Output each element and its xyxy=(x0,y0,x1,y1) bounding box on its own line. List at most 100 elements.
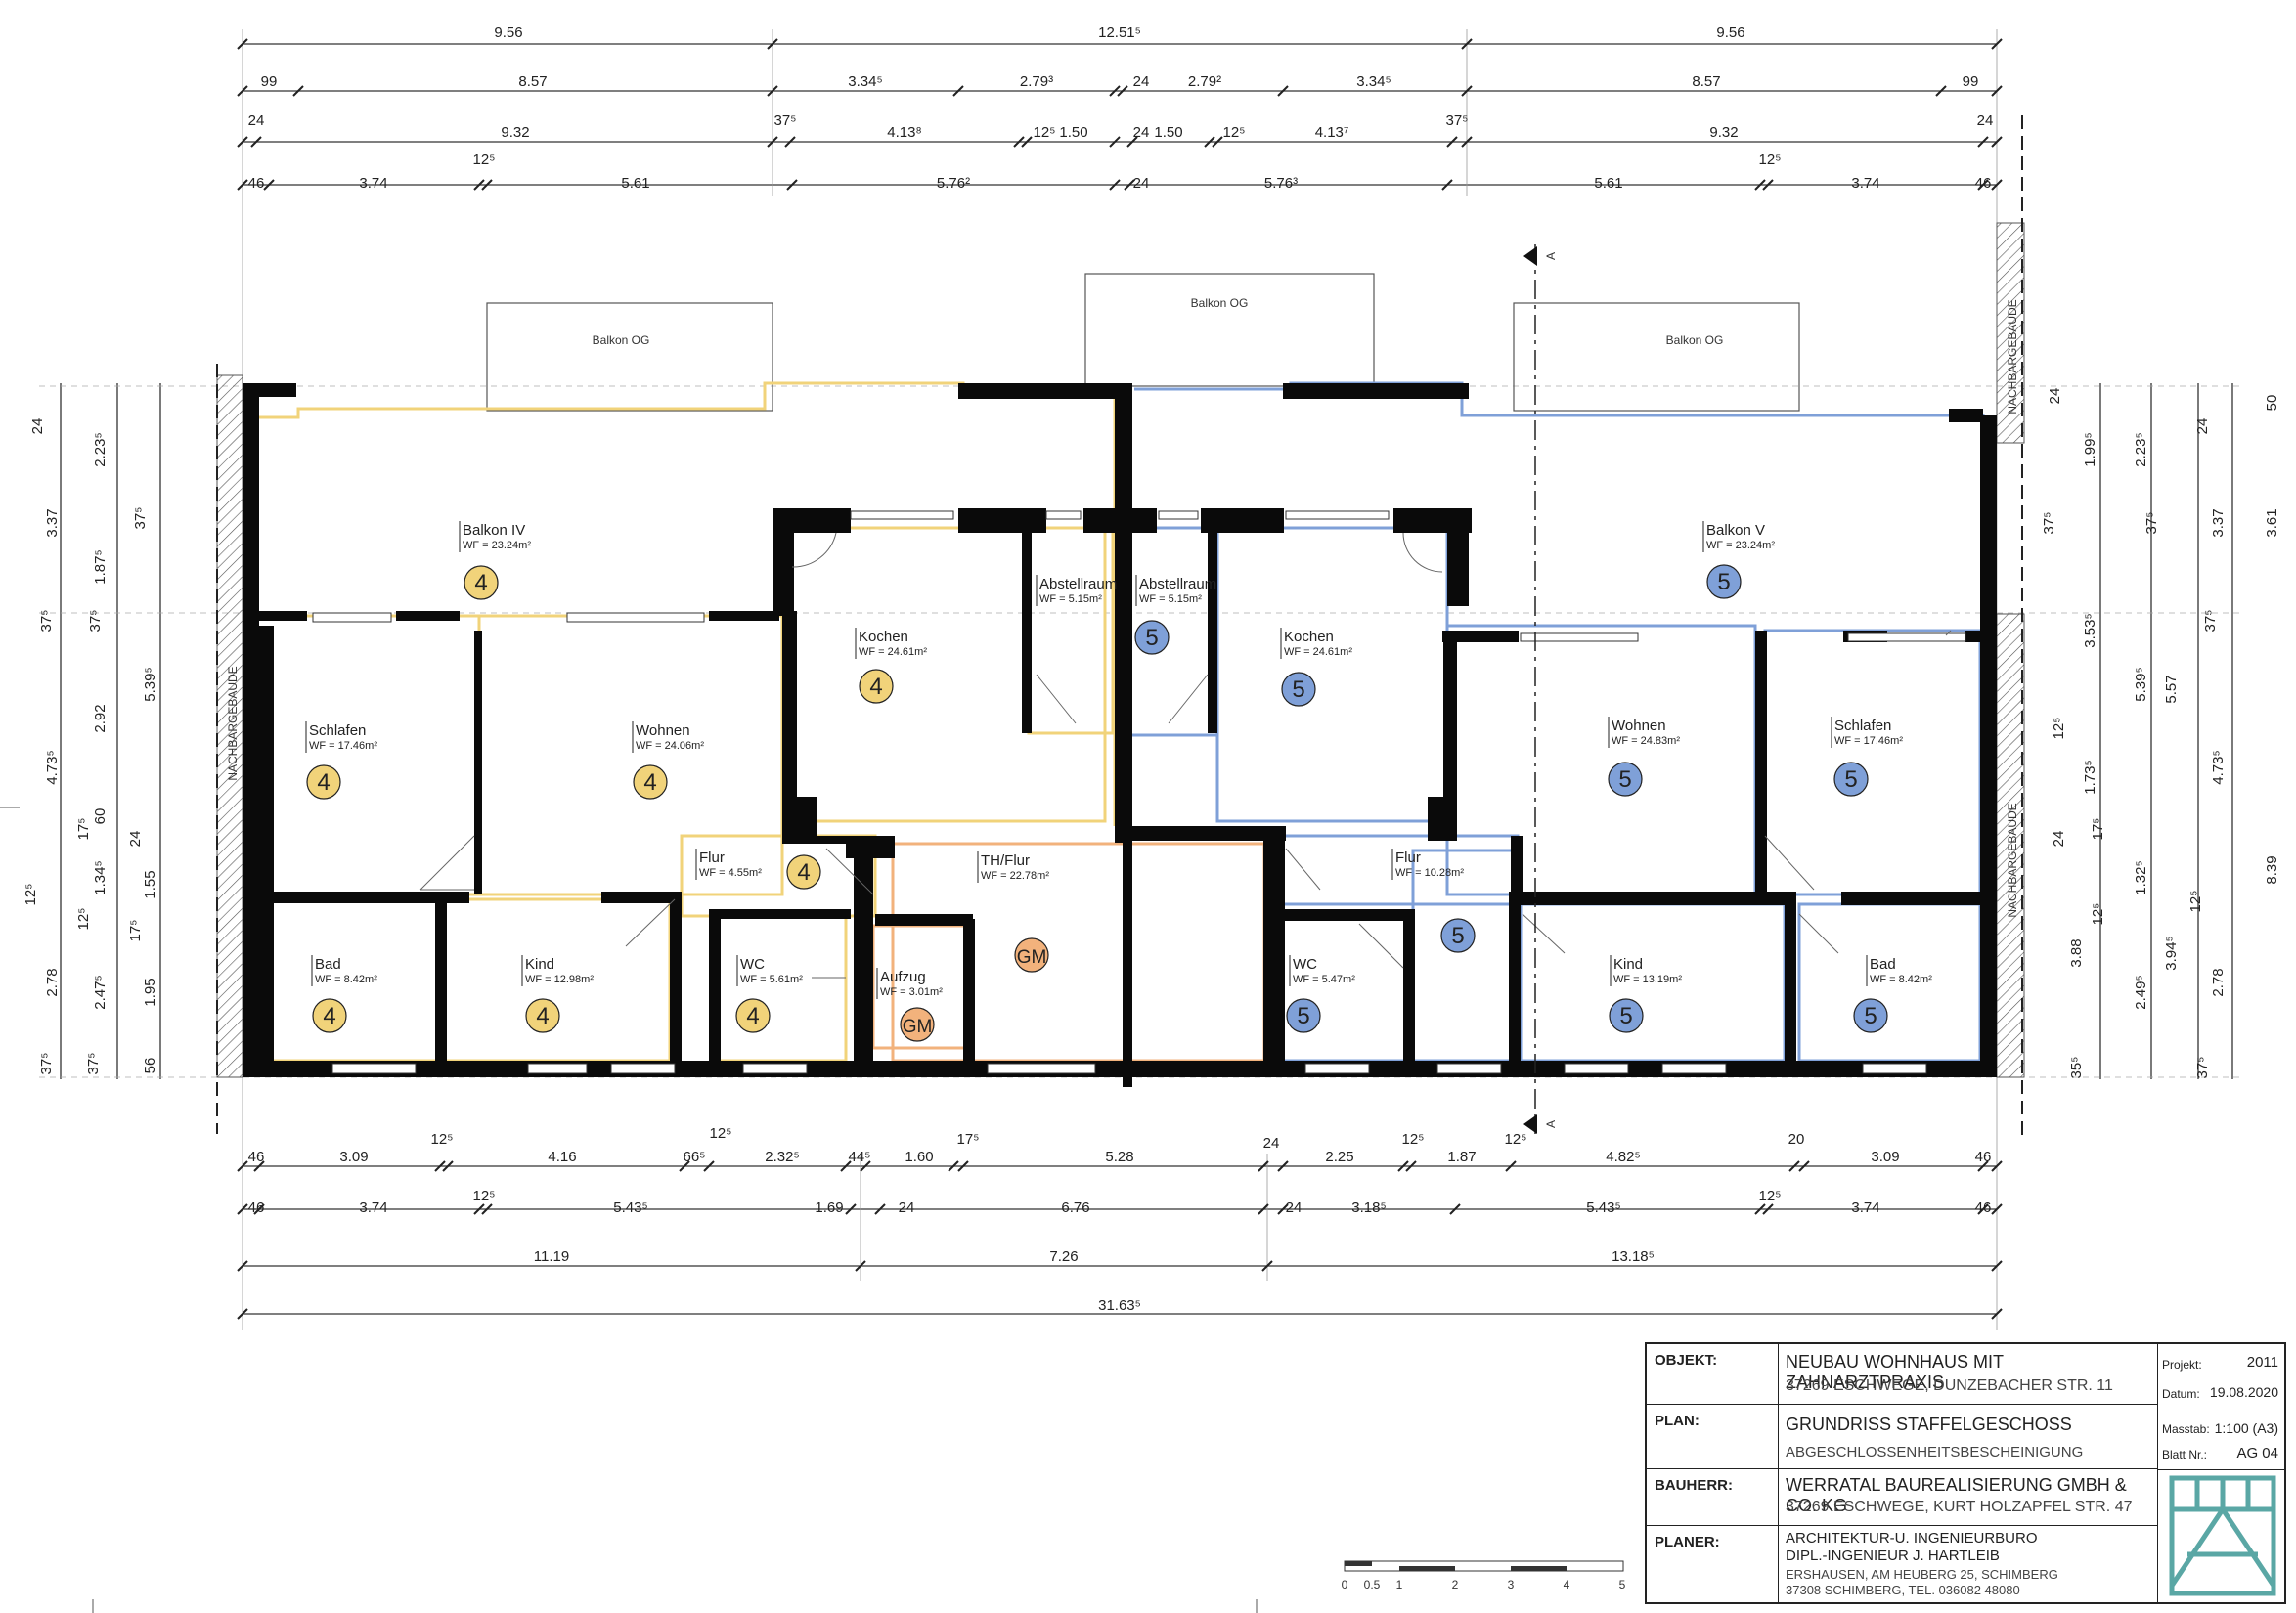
room-name: Bad xyxy=(1870,956,1896,973)
dim-tick xyxy=(481,1203,493,1215)
bauherr-address: 37269 ESCHWEGE, KURT HOLZAPFEL STR. 47 xyxy=(1786,1499,2133,1515)
dim-text: 2.79² xyxy=(1188,73,1221,90)
dimension-ticks xyxy=(237,38,2003,1320)
scale-label: 0.5 xyxy=(1364,1578,1381,1591)
dim-text: 56 xyxy=(142,1058,158,1074)
dim-tick xyxy=(292,85,304,97)
room-name: Abstellraum xyxy=(1139,576,1216,592)
dim-text: 99 xyxy=(261,73,278,90)
dimensions-top: 9.56 12.51⁵ 9.56 99 8.57 3.34⁵ 2.79³ 24 … xyxy=(248,24,1994,192)
blatt-value: AG 04 xyxy=(2236,1445,2278,1461)
dim-text: 37⁵ xyxy=(132,507,149,530)
dim-tick xyxy=(1762,179,1774,191)
unit-badge-label: 4 xyxy=(323,1003,335,1029)
dim-tick xyxy=(1013,136,1025,148)
scale-bar: 0 0.5 1 2 3 4 5 xyxy=(1342,1560,1626,1591)
dim-text: 3.88 xyxy=(2068,938,2085,967)
balcony-og-label: Balkon OG xyxy=(593,333,650,347)
dim-text: 7.26 xyxy=(1049,1248,1078,1265)
dim-text: 3.18⁵ xyxy=(1351,1199,1386,1216)
dim-text: 12⁵ xyxy=(22,884,39,906)
dim-text: 37⁵ xyxy=(2041,512,2057,535)
unit-badge-label: 4 xyxy=(474,570,487,596)
dim-tick xyxy=(237,136,248,148)
architect-logo-icon xyxy=(2169,1475,2276,1596)
dim-text: 37⁵ xyxy=(85,1053,102,1075)
dim-text: 46 xyxy=(248,175,265,192)
dim-text: 24 xyxy=(1133,175,1150,192)
scale-label: 5 xyxy=(1619,1578,1626,1591)
unit-badge-label: 5 xyxy=(1297,1003,1309,1029)
dim-tick xyxy=(1117,85,1128,97)
planer-line-1: ARCHITEKTUR-U. INGENIEURBURO xyxy=(1786,1530,2038,1547)
unit-badge: 4 xyxy=(312,998,347,1033)
unit-badge-label: 4 xyxy=(869,674,882,700)
unit-badge-label: 5 xyxy=(1618,766,1631,793)
dim-tick xyxy=(703,1160,715,1172)
room-name: WC xyxy=(740,956,765,973)
dim-text: 24 xyxy=(127,831,144,848)
objekt-title: NEUBAU WOHNHAUS MIT ZAHNARZTPRAXIS xyxy=(1786,1352,2004,1392)
dim-text: 46 xyxy=(248,1149,265,1165)
dim-text: 17⁵ xyxy=(2090,818,2106,841)
dim-text: 12⁵ xyxy=(1034,124,1056,141)
unit-badge-label: GM xyxy=(903,1017,933,1037)
dim-text: 37⁵ xyxy=(2202,610,2219,632)
room-area: WF = 8.42m² xyxy=(1870,974,1932,985)
dim-tick xyxy=(473,1203,485,1215)
masstab-label: Masstab: xyxy=(2162,1422,2210,1436)
dim-tick xyxy=(1261,1260,1273,1272)
dim-text: 11.19 xyxy=(534,1248,569,1265)
title-row-plan: PLAN: GRUNDRISS STAFFELGESCHOSS ABGESCHL… xyxy=(1647,1405,2157,1469)
room-name: Wohnen xyxy=(636,722,690,739)
projekt-number: 2011 xyxy=(2246,1354,2278,1371)
room-area: WF = 12.98m² xyxy=(525,974,594,985)
dim-text: 5.76³ xyxy=(1264,175,1298,192)
dim-tick xyxy=(263,179,275,191)
dim-text: 3.37 xyxy=(2210,508,2227,537)
dim-tick xyxy=(1258,1203,1269,1215)
dim-tick xyxy=(237,85,248,97)
dim-tick xyxy=(1277,85,1289,97)
dim-tick xyxy=(1991,38,2003,50)
dim-text: 6.76 xyxy=(1061,1199,1089,1216)
dim-text: 2.79³ xyxy=(1020,73,1053,90)
unit-badge: 4 xyxy=(735,998,771,1033)
balcony-og-outlines xyxy=(486,273,1800,412)
unit-badge: GM xyxy=(900,1007,935,1042)
dim-text: 3.74 xyxy=(1851,175,1879,192)
neighbour-label: NACHBARGEBAUDE xyxy=(2006,299,2019,414)
room-name: Kochen xyxy=(859,629,908,645)
plan-subtitle: ABGESCHLOSSENHEITSBESCHEINIGUNG xyxy=(1786,1444,2084,1460)
dim-text: 1.69 xyxy=(815,1199,843,1216)
unit-badge: 5 xyxy=(1608,762,1643,797)
dim-text: 12⁵ xyxy=(2090,903,2106,926)
dim-text: 24 xyxy=(1133,124,1150,141)
dim-text: 24 xyxy=(1286,1199,1303,1216)
dim-text: 46 xyxy=(1975,1149,1992,1165)
dim-text: 24 xyxy=(2047,388,2063,405)
dim-text: 5.43⁵ xyxy=(613,1199,647,1216)
dim-text: 2.47⁵ xyxy=(92,975,109,1009)
dim-tick xyxy=(1109,179,1121,191)
unit-badge-label: 4 xyxy=(746,1003,759,1029)
bauherr-label: BAUHERR: xyxy=(1655,1477,1733,1494)
dim-tick xyxy=(1754,179,1766,191)
section-line-a: A A xyxy=(1523,244,1558,1134)
dim-text: 12⁵ xyxy=(1223,124,1246,141)
room-name: Schlafen xyxy=(1834,718,1891,734)
dim-tick xyxy=(237,1160,248,1172)
planer-line-3: ERSHAUSEN, AM HEUBERG 25, SCHIMBERG xyxy=(1786,1567,2058,1582)
bauherr-name: WERRATAL BAUREALISIERUNG GMBH & CO. KG xyxy=(1786,1475,2127,1515)
unit-badge-label: 4 xyxy=(536,1003,549,1029)
dim-tick xyxy=(1204,136,1215,148)
dim-text: 60 xyxy=(92,808,109,825)
dim-tick xyxy=(786,179,798,191)
unit-badge-circle xyxy=(735,998,771,1033)
